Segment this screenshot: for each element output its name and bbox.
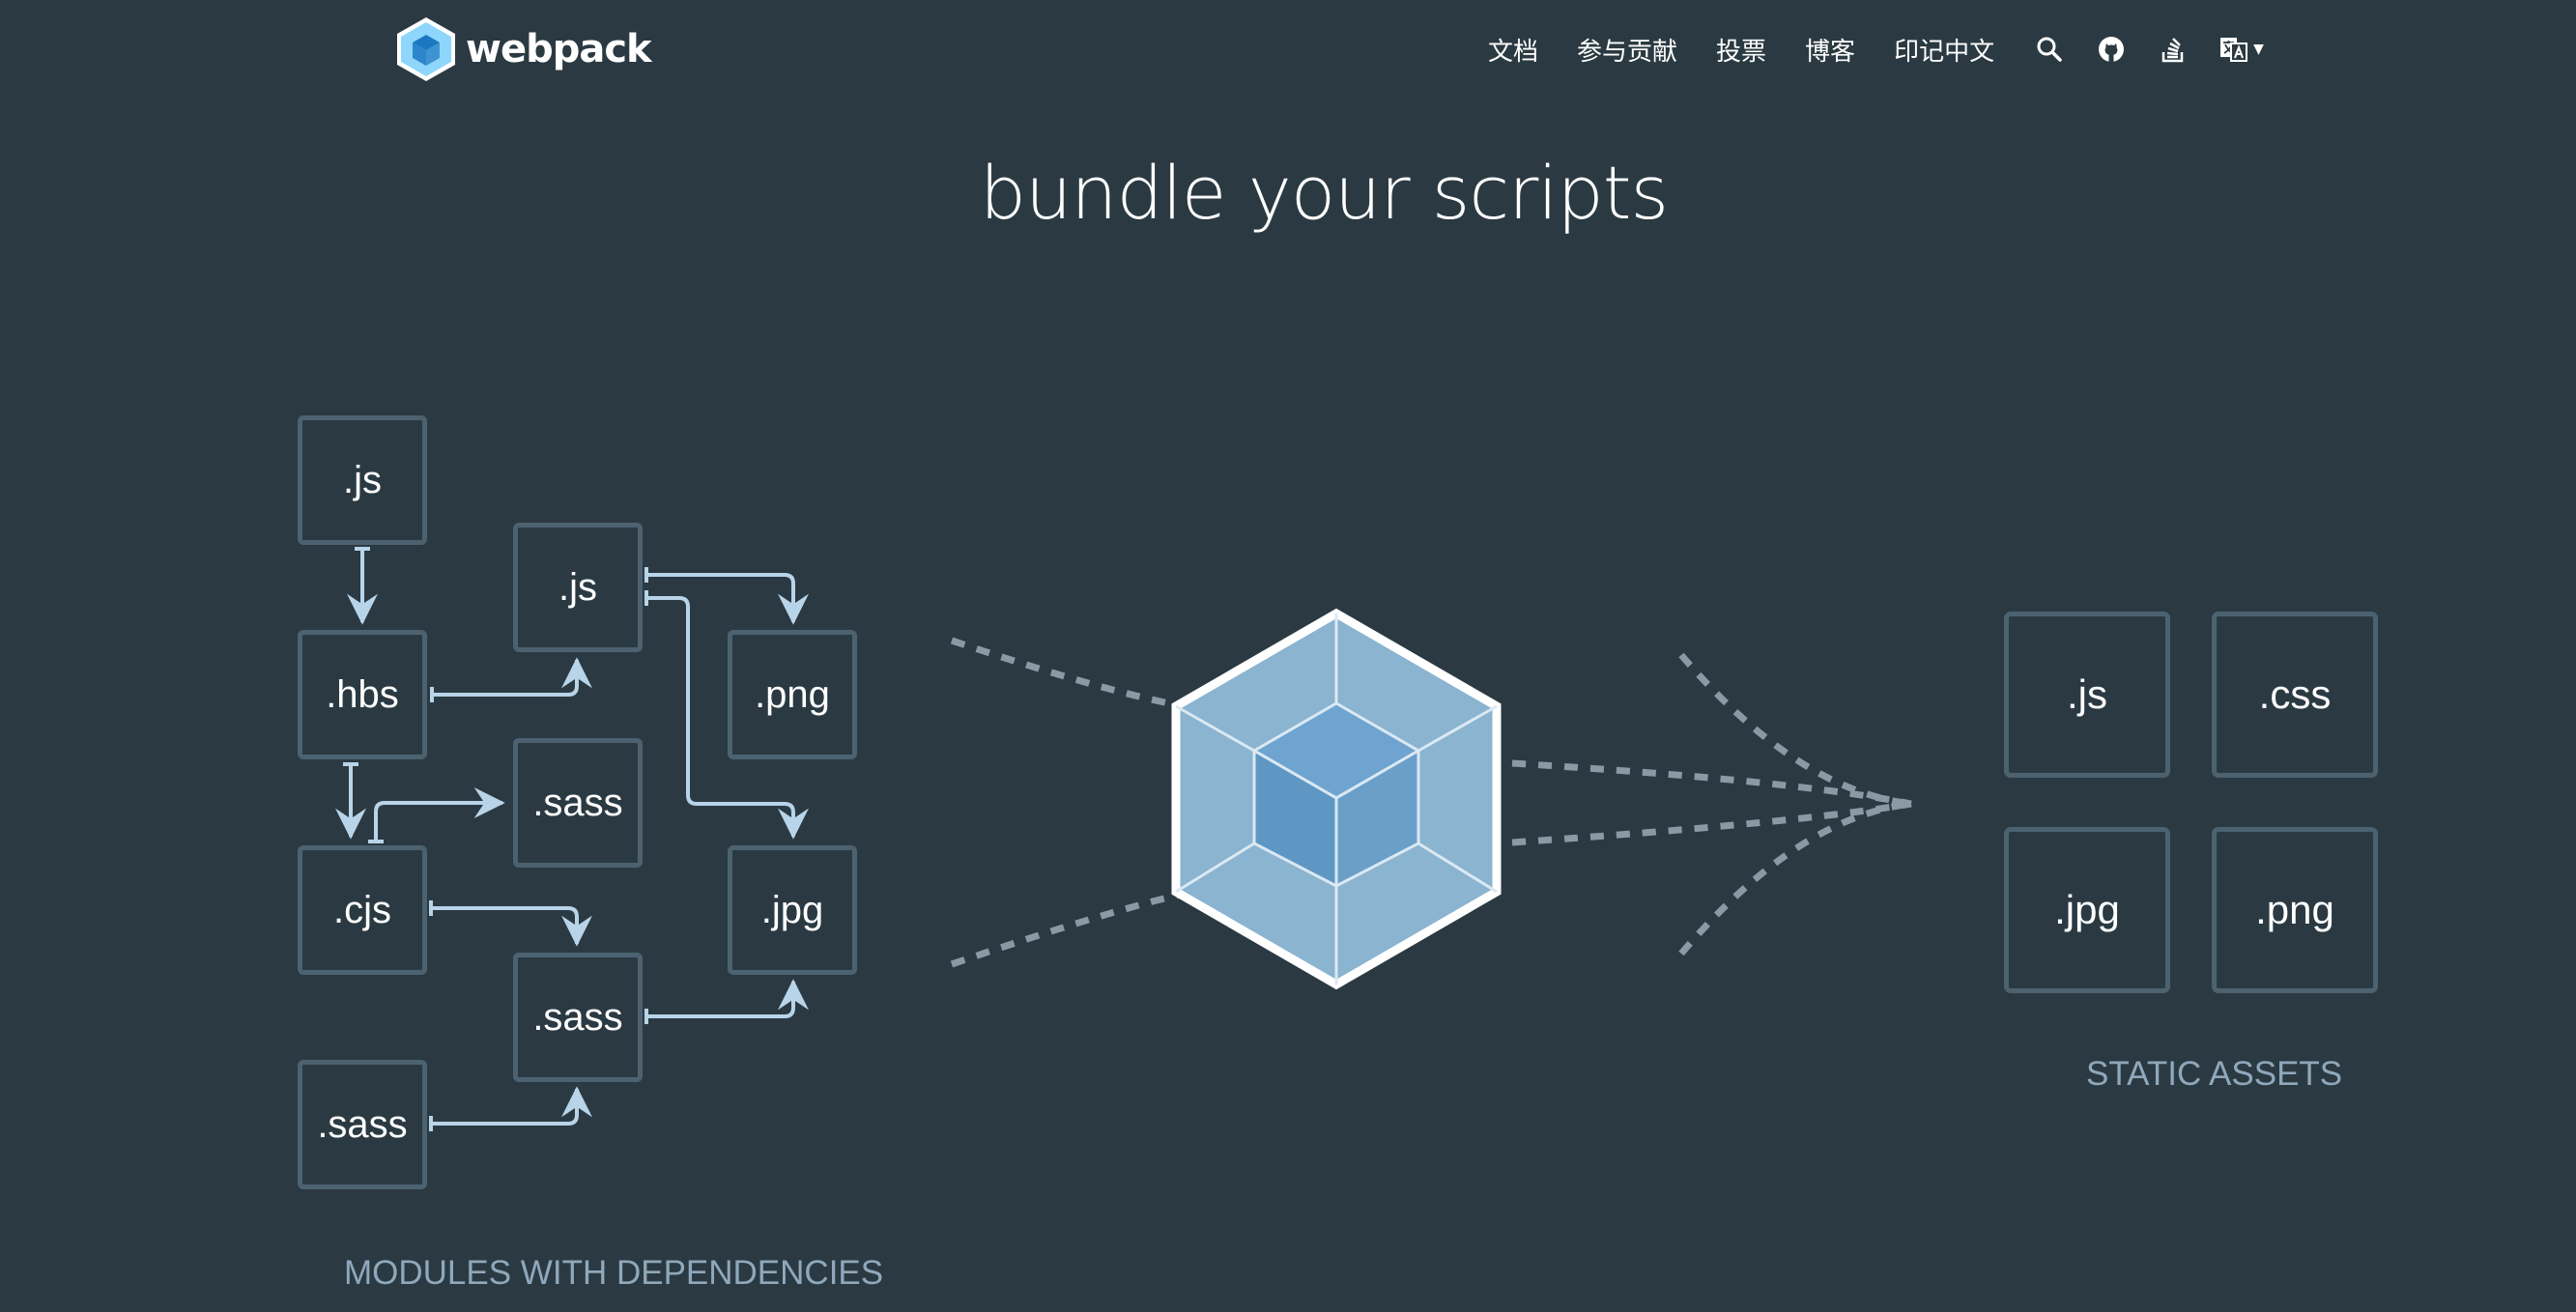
modules-caption: MODULES WITH DEPENDENCIES	[344, 1254, 884, 1292]
asset-png: .png	[2212, 827, 2378, 993]
language-icon	[2218, 35, 2249, 64]
language-switcher[interactable]: ▼	[2218, 35, 2264, 64]
flow-lines	[950, 637, 1912, 968]
flow-out-1	[1511, 759, 1912, 808]
arrow-sass2-jpg	[646, 979, 809, 1018]
module-hbs: .hbs	[298, 630, 427, 759]
stack-overflow-icon[interactable]	[2157, 33, 2190, 66]
module-cjs: .cjs	[298, 845, 427, 975]
webpack-logo-icon	[394, 15, 458, 83]
module-png: .png	[728, 630, 857, 759]
nav-contribute[interactable]: 参与贡献	[1577, 37, 1678, 67]
asset-css: .css	[2212, 612, 2378, 778]
arrow-cjs-sass	[374, 787, 505, 841]
nav-docschina[interactable]: 印记中文	[1894, 37, 1995, 67]
module-sass-3: .sass	[513, 953, 643, 1082]
flow-out-4	[1678, 800, 1912, 956]
main-nav: 文档 参与贡献 投票 博客 印记中文	[1488, 25, 2264, 73]
nav-blog[interactable]: 博客	[1805, 37, 1856, 67]
dependency-arrows	[335, 547, 809, 1131]
module-sass-2: .sass	[513, 738, 643, 868]
hero-title: bundle your scripts	[979, 150, 1669, 236]
nav-docs[interactable]: 文档	[1488, 37, 1539, 67]
asset-js: .js	[2004, 612, 2170, 778]
flow-out-3	[1678, 652, 1912, 808]
github-icon[interactable]	[2095, 33, 2128, 66]
arrow-sass-sass2	[431, 1086, 592, 1126]
flow-in-bottom	[950, 890, 1185, 968]
flow-out-2	[1511, 800, 1912, 846]
nav-vote[interactable]: 投票	[1716, 37, 1767, 67]
logo-text: webpack	[466, 27, 652, 71]
flow-in-top	[950, 637, 1185, 710]
arrow-hbs-js	[432, 657, 592, 697]
webpack-logo-link[interactable]: webpack	[394, 15, 652, 83]
chevron-down-icon: ▼	[2253, 42, 2264, 57]
module-js: .js	[298, 415, 427, 545]
asset-jpg: .jpg	[2004, 827, 2170, 993]
module-jpg: .jpg	[728, 845, 857, 975]
arrow-js-png	[646, 573, 809, 625]
module-js-2: .js	[513, 523, 643, 652]
assets-caption: STATIC ASSETS	[2086, 1055, 2343, 1093]
arrow-js-jpg	[646, 596, 809, 840]
webpack-cube-icon	[1171, 608, 1502, 990]
module-sass: .sass	[298, 1060, 427, 1189]
arrow-cjs-sass2	[431, 906, 592, 947]
search-icon[interactable]	[2033, 33, 2066, 66]
